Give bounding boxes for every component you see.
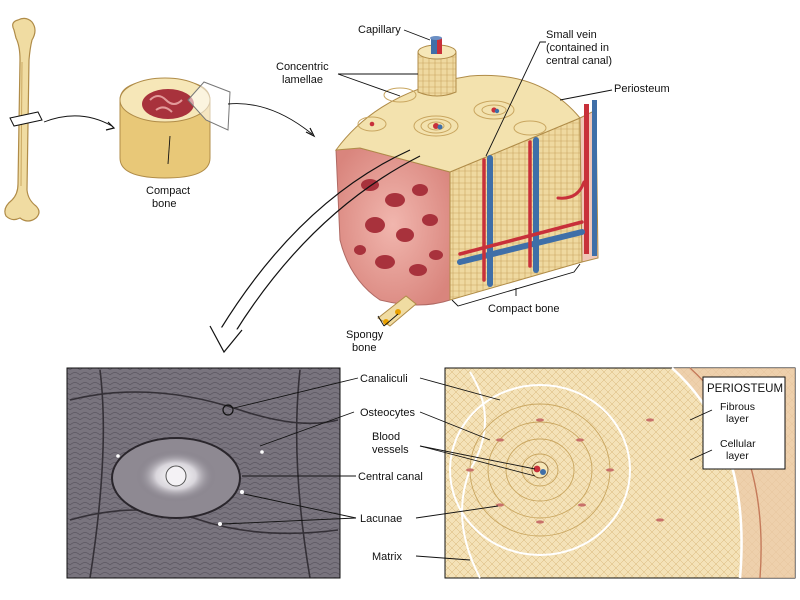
osteocyte-marks	[466, 418, 664, 524]
label-blood-vessels-2: vessels	[372, 444, 409, 456]
label-small-vein-2: (contained in	[546, 42, 609, 54]
bone-cross-section	[119, 77, 316, 179]
label-cellular-layer-2: layer	[726, 450, 749, 462]
micrograph-panel	[66, 367, 341, 579]
label-periosteum: Periosteum	[614, 83, 670, 95]
label-canaliculi: Canaliculi	[360, 373, 408, 385]
central-canal-vessels	[369, 107, 500, 130]
label-compact-bone-small: Compact	[146, 185, 190, 197]
label-compact-bone-small-2: bone	[152, 198, 176, 210]
label-spongy-bone-2: bone	[352, 342, 376, 354]
label-small-vein-3: central canal)	[546, 55, 612, 67]
spongy-cavities	[354, 179, 443, 276]
label-compact-bone-block: Compact bone	[488, 303, 560, 315]
arrow-to-micrograph	[209, 149, 421, 354]
label-capillary: Capillary	[358, 24, 401, 36]
label-small-vein: Small vein	[546, 29, 597, 41]
bone-block	[334, 36, 599, 327]
osteons-top	[357, 87, 547, 137]
label-blood-vessels: Blood	[372, 431, 400, 443]
label-spongy-bone: Spongy	[346, 329, 384, 341]
label-fibrous-layer: Fibrous	[720, 401, 755, 413]
label-concentric-lamellae: Concentric	[276, 61, 329, 73]
tissue-panel	[444, 367, 796, 579]
vessel-network	[457, 137, 586, 287]
femur-illustration	[4, 17, 116, 222]
label-periosteum-box: PERIOSTEUM	[707, 383, 783, 395]
label-cellular-layer: Cellular	[720, 438, 756, 450]
label-lacunae: Lacunae	[360, 513, 402, 525]
label-fibrous-layer-2: layer	[726, 413, 749, 425]
label-concentric-lamellae-2: lamellae	[282, 74, 323, 86]
label-osteocytes: Osteocytes	[360, 407, 416, 419]
label-matrix: Matrix	[372, 551, 402, 563]
label-central-canal: Central canal	[358, 471, 423, 483]
